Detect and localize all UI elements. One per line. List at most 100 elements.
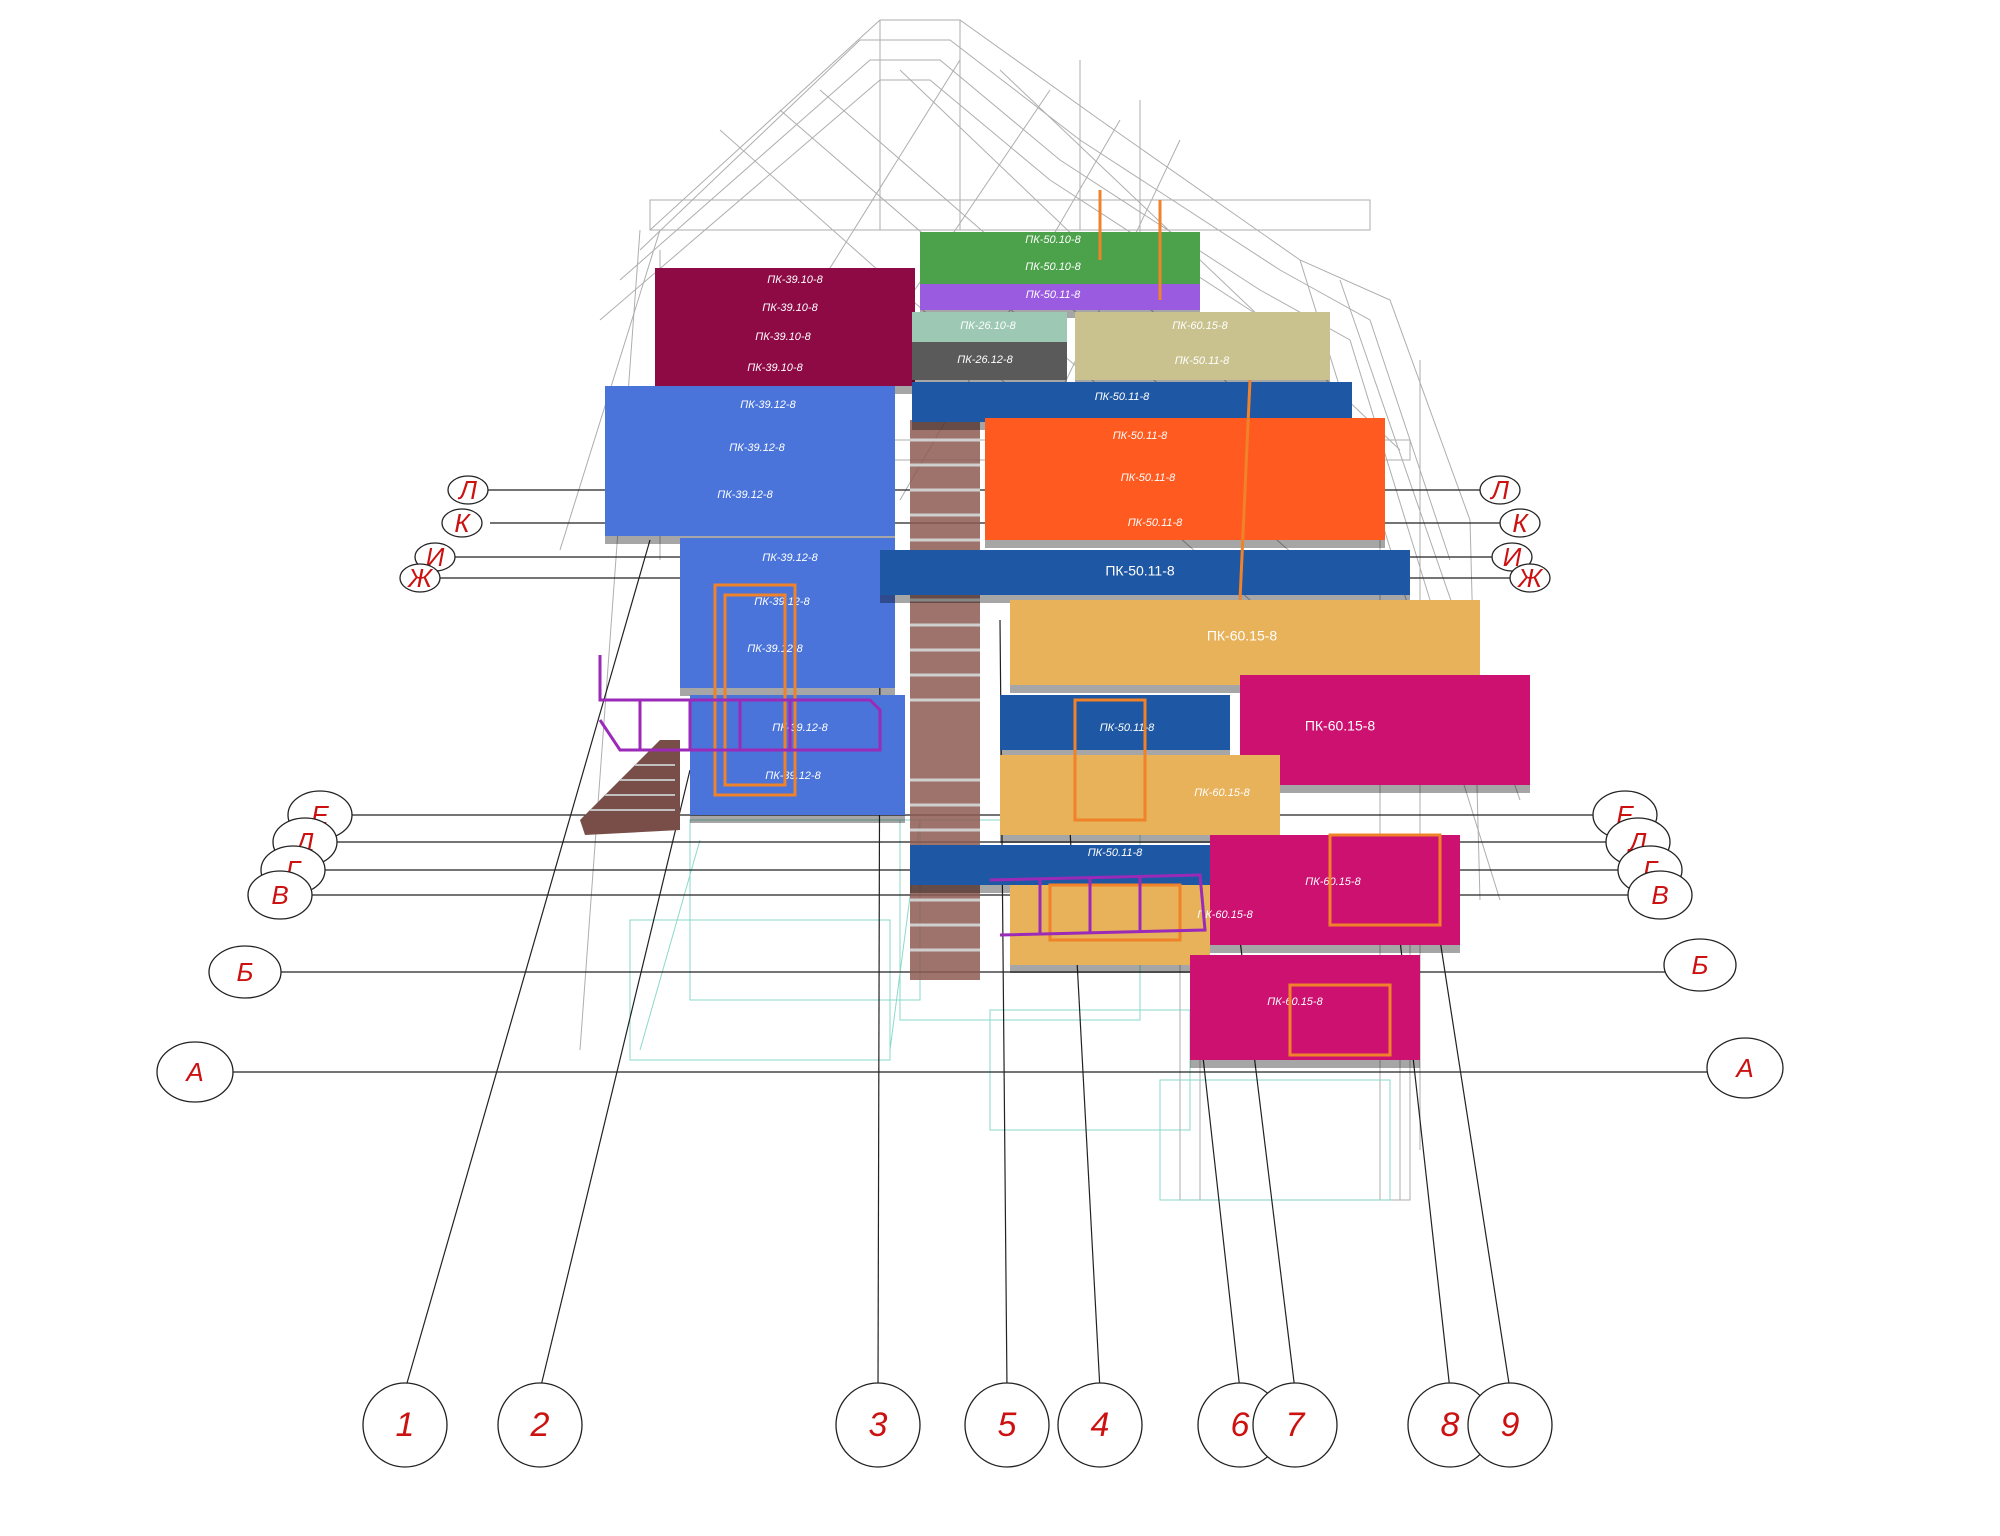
slab-mint	[912, 312, 1067, 342]
slab-edge	[680, 688, 895, 696]
slab-label: ПК-50.11-8	[1088, 847, 1143, 859]
slab-label: ПК-39.12-8	[762, 552, 818, 564]
row-axis-label: А	[1734, 1053, 1753, 1083]
slab-label: ПК-39.12-8	[717, 489, 773, 501]
slab-label: ПК-26.12-8	[957, 354, 1013, 366]
slab-label: ПК-50.10-8	[1025, 234, 1081, 246]
row-axis-label: К	[454, 508, 471, 538]
axis-bubble	[156, 1041, 234, 1103]
slab-edge	[1210, 945, 1460, 953]
axis-bubble	[399, 563, 441, 593]
slab-tan	[1010, 885, 1210, 965]
row-axis-label: В	[1651, 880, 1668, 910]
column-axis-label: 6	[1231, 1406, 1250, 1444]
slab-tan	[1000, 755, 1280, 835]
axis-bubble	[247, 870, 313, 920]
slab-blue	[690, 695, 905, 815]
slab-label: ПК-60.15-8	[1207, 628, 1278, 644]
row-axis-label: Ж	[406, 563, 434, 593]
column-axis-label: 2	[530, 1406, 550, 1444]
slab-navy	[1000, 695, 1230, 750]
slab-label: ПК-39.12-8	[772, 722, 828, 734]
column-axis-label: 5	[998, 1406, 1017, 1444]
slab-label: ПК-50.11-8	[1113, 430, 1168, 442]
row-axis-label: И	[1503, 542, 1522, 572]
slab-label: ПК-50.10-8	[1025, 261, 1081, 273]
slab-label: ПК-60.15-8	[1172, 320, 1228, 332]
slab-khaki	[1075, 312, 1330, 380]
slab-tan	[1010, 600, 1480, 685]
row-axis-label: К	[1512, 508, 1529, 538]
row-axis-label: А	[184, 1057, 203, 1087]
slab-label: ПК-60.15-8	[1194, 787, 1250, 799]
slab-label: ПК-60.15-8	[1267, 996, 1323, 1008]
axis-bubble	[208, 945, 282, 999]
slab-label: ПК-39.12-8	[747, 643, 803, 655]
slab-magenta	[1210, 835, 1460, 945]
slab-edge	[1000, 750, 1230, 758]
staircase	[580, 420, 980, 980]
axis-bubble	[1479, 475, 1521, 505]
axis-bubble	[1467, 1382, 1553, 1468]
slab-label: ПК-39.12-8	[765, 770, 821, 782]
axis-bubble	[1627, 870, 1693, 920]
slab-label: ПК-60.15-8	[1197, 909, 1253, 921]
slab-edge	[1000, 835, 1280, 843]
slab-label: ПК-39.12-8	[729, 442, 785, 454]
slab-green	[920, 232, 1200, 284]
column-axis-label: 1	[396, 1406, 415, 1444]
row-axis-label: Б	[1692, 950, 1709, 980]
slab-purple	[920, 284, 1200, 310]
slab-maroon	[655, 268, 915, 386]
axis-bubble	[1499, 508, 1541, 538]
slab-label: ПК-50.11-8	[1026, 289, 1081, 301]
slab-label: ПК-50.11-8	[1105, 563, 1175, 579]
slab-edge	[1240, 785, 1530, 793]
axis-bubble	[1057, 1382, 1143, 1468]
row-axis-label: Ж	[1516, 563, 1544, 593]
slab-orange_red	[985, 418, 1385, 540]
column-axis-label: 7	[1286, 1406, 1306, 1444]
axis-bubble	[835, 1382, 921, 1468]
axis-bubble	[1706, 1037, 1784, 1099]
orange-frames	[713, 190, 1442, 1057]
slab-label: ПК-39.12-8	[740, 399, 796, 411]
slab-edge	[1190, 1060, 1420, 1068]
slab-magenta	[1240, 675, 1530, 785]
purple-railings	[598, 655, 1207, 937]
axis-bubble	[1252, 1382, 1338, 1468]
slab-edge	[985, 540, 1385, 548]
slab-navy	[880, 550, 1410, 595]
slab-edge	[880, 595, 1410, 603]
slab-label: ПК-50.11-8	[1095, 391, 1150, 403]
row-axis-label: И	[426, 542, 445, 572]
slab-label: ПК-39.10-8	[762, 302, 818, 314]
slab-magenta	[1190, 955, 1420, 1060]
axis-bubble	[1663, 938, 1737, 992]
slab-edge	[690, 815, 905, 823]
slab-label: ПК-50.11-8	[1100, 722, 1155, 734]
row-axis-label: Л	[1489, 475, 1509, 505]
axis-bubble	[497, 1382, 583, 1468]
slab-label: ПК-60.15-8	[1305, 876, 1361, 888]
row-axis-label: Л	[457, 475, 477, 505]
column-axis-label: 3	[869, 1406, 888, 1444]
slab-label: ПК-39.10-8	[755, 331, 811, 343]
axis-bubble	[964, 1382, 1050, 1468]
axis-bubble	[1509, 563, 1551, 593]
slab-gray	[912, 342, 1067, 380]
slab-navy	[912, 382, 1352, 422]
row-axis-label: В	[271, 880, 288, 910]
slab-edge	[1010, 965, 1210, 973]
axis-bubble	[362, 1382, 448, 1468]
slab-label: ПК-60.15-8	[1305, 718, 1376, 734]
slab-label: ПК-39.12-8	[754, 596, 810, 608]
slab-blue	[605, 386, 895, 536]
column-axis-label: 8	[1441, 1406, 1460, 1444]
row-axis-label: Б	[237, 957, 254, 987]
slab-label: ПК-39.10-8	[767, 274, 823, 286]
column-axis-label: 9	[1501, 1406, 1520, 1444]
